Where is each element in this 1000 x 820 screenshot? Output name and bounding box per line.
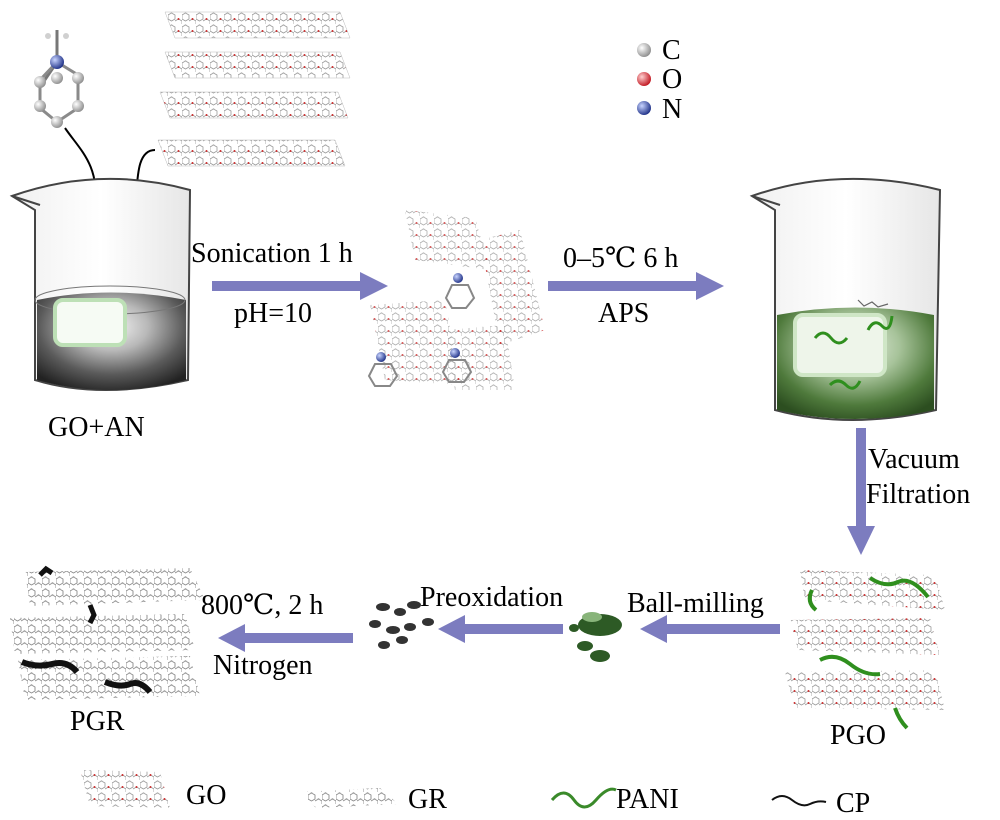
- nitrogen-atom-icon: [637, 101, 651, 115]
- legend-oxygen-label: O: [662, 64, 683, 95]
- key-go-label: GO: [186, 780, 227, 811]
- pgr-label: PGR: [70, 706, 125, 737]
- key-gr-label: GR: [408, 784, 447, 815]
- filtration-label: Filtration: [866, 479, 971, 510]
- vacuum-label: Vacuum: [868, 444, 960, 475]
- arrow-carbonization: [218, 624, 353, 652]
- sonication-time-label: Sonication 1 h: [191, 238, 353, 269]
- carbon-atom-icon: [637, 43, 651, 57]
- arrow-vacuum-filtration: [847, 428, 875, 555]
- beaker-go-an: [9, 177, 192, 391]
- preoxidation-label: Preoxidation: [420, 582, 564, 613]
- legend-carbon-label: C: [662, 35, 681, 66]
- arrow-ball-milling: [640, 615, 780, 643]
- sonication-ph-label: pH=10: [234, 298, 313, 329]
- atom-legend: [637, 43, 651, 115]
- dispersed-go-aniline: [367, 210, 545, 390]
- key-cp-icon: [771, 795, 827, 807]
- pgr-stack: [10, 565, 205, 700]
- milled-particles: [569, 612, 622, 662]
- aniline-molecule-icon: [34, 30, 84, 128]
- preoxidized-particles: [369, 601, 434, 649]
- carbonization-gas-label: Nitrogen: [213, 650, 313, 681]
- key-gr-icon: [300, 788, 398, 808]
- pgo-label: PGO: [830, 720, 887, 751]
- polymerization-temp-label: 0–5℃ 6 h: [563, 243, 679, 274]
- arrow-sonication: [212, 272, 388, 300]
- go-an-label: GO+AN: [48, 412, 145, 443]
- key-cp-label: CP: [836, 788, 871, 819]
- go-sheet-stack: [157, 11, 351, 167]
- polymerization-aps-label: APS: [598, 298, 650, 329]
- ball-milling-label: Ball-milling: [627, 588, 764, 619]
- oxygen-atom-icon: [637, 72, 651, 86]
- arrow-polymerization: [548, 272, 724, 300]
- key-go-icon: [80, 770, 170, 808]
- beaker-pani-go: [749, 177, 942, 421]
- arrow-preoxidation: [438, 615, 563, 643]
- key-pani-label: PANI: [616, 784, 679, 815]
- carbonization-temp-label: 800℃, 2 h: [201, 590, 324, 621]
- pgo-stack: [785, 570, 945, 730]
- key-pani-icon: [550, 787, 617, 809]
- legend-nitrogen-label: N: [662, 94, 683, 125]
